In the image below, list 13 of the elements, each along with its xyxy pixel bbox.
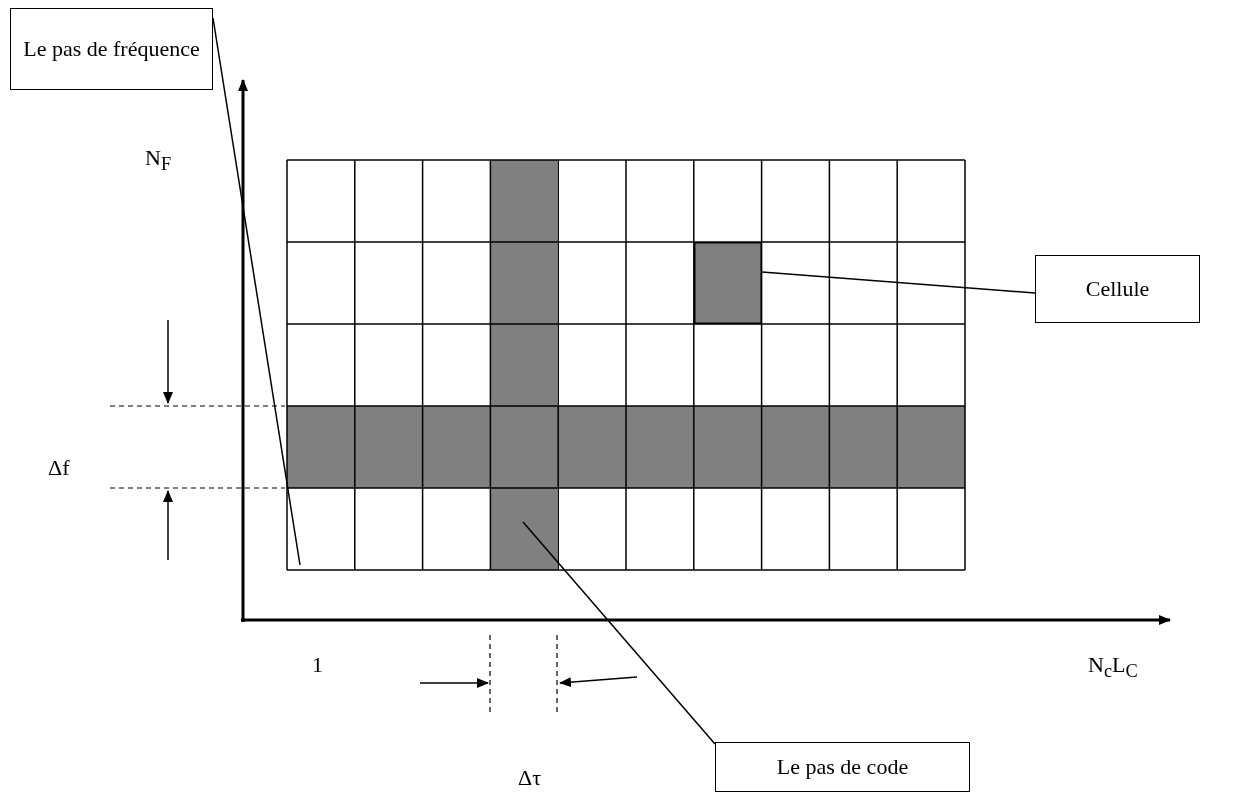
leader-line [212, 17, 301, 566]
axis-tick-label: 1 [312, 652, 323, 678]
callout-box: Le pas de code [715, 742, 970, 792]
dimension-label: Δτ [518, 765, 541, 791]
leader-line [761, 271, 1036, 294]
shaded-code-column [490, 160, 557, 570]
shaded-cell [694, 242, 762, 324]
leader-line [522, 521, 716, 745]
dimension-label: Δf [48, 455, 70, 481]
callout-box: Le pas de fréquence [10, 8, 213, 90]
axis-label: N$_{c}$L$_{C}$ [1088, 652, 1138, 683]
callout-box: Cellule [1035, 255, 1200, 323]
axis-label: N$_{F}$ [145, 145, 172, 176]
